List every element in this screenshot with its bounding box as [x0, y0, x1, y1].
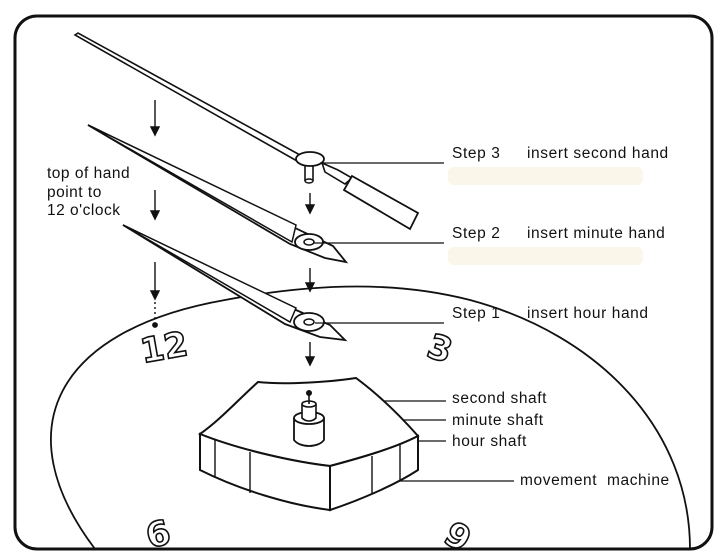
- second-shaft-label: second shaft: [452, 390, 548, 407]
- step-1-action: insert hour hand: [527, 305, 649, 322]
- diagram-border: [13, 14, 714, 551]
- svg-text:12: 12: [137, 324, 191, 372]
- step-3-label: Step 3 insert second hand: [452, 145, 669, 163]
- highlight-step2: [448, 247, 643, 265]
- dial-numeral-6: 6: [438, 511, 480, 559]
- step-1-number: Step 1: [452, 305, 501, 322]
- dial-numeral-3: 3: [422, 326, 458, 373]
- step-2-action: insert minute hand: [527, 225, 666, 242]
- step-2-number: Step 2: [452, 225, 501, 242]
- note-line-2: point to: [47, 183, 102, 201]
- svg-text:6: 6: [438, 512, 479, 558]
- step-1-label: Step 1 insert hour hand: [452, 305, 649, 323]
- movement-machine-label: movement machine: [520, 472, 670, 489]
- minute-hand: [87, 124, 349, 264]
- second-hand: [73, 32, 420, 231]
- step-3-number: Step 3: [452, 145, 501, 162]
- alignment-note: top of hand point to 12 o'clock: [47, 165, 130, 221]
- minute-shaft-label: minute shaft: [452, 412, 544, 429]
- note-line-1: top of hand: [47, 165, 131, 182]
- movement-machine: [197, 376, 420, 512]
- step-2-label: Step 2 insert minute hand: [452, 225, 665, 243]
- dial-numeral-12: 12: [137, 323, 192, 372]
- clock-face-arc: [50, 285, 691, 550]
- step-3-action: insert second hand: [527, 145, 669, 162]
- hour-hand: [122, 224, 348, 342]
- note-line-3: 12 o'clock: [47, 202, 121, 219]
- highlight-step3: [448, 167, 643, 185]
- insertion-arrows: [149, 100, 316, 367]
- svg-text:3: 3: [422, 326, 457, 371]
- hour-shaft-label: hour shaft: [452, 433, 527, 450]
